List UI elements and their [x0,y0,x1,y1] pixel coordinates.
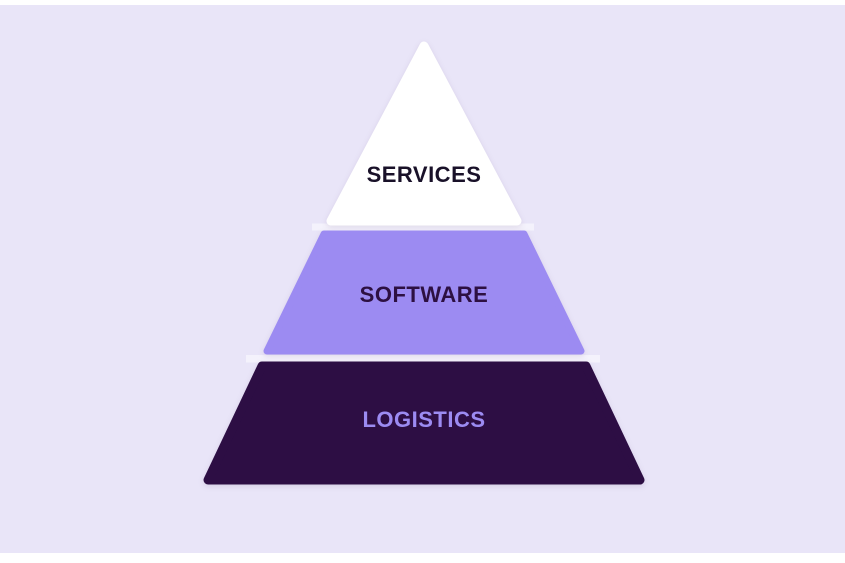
tier-divider-bottom [246,355,600,363]
tier-label-services: SERVICES [367,162,482,187]
pyramid-tier-logistics [203,361,645,485]
pyramid-tier-software [263,230,585,355]
tier-label-software: SOFTWARE [360,282,489,307]
pyramid-tier-services [326,41,522,226]
tier-label-logistics: LOGISTICS [362,407,485,432]
